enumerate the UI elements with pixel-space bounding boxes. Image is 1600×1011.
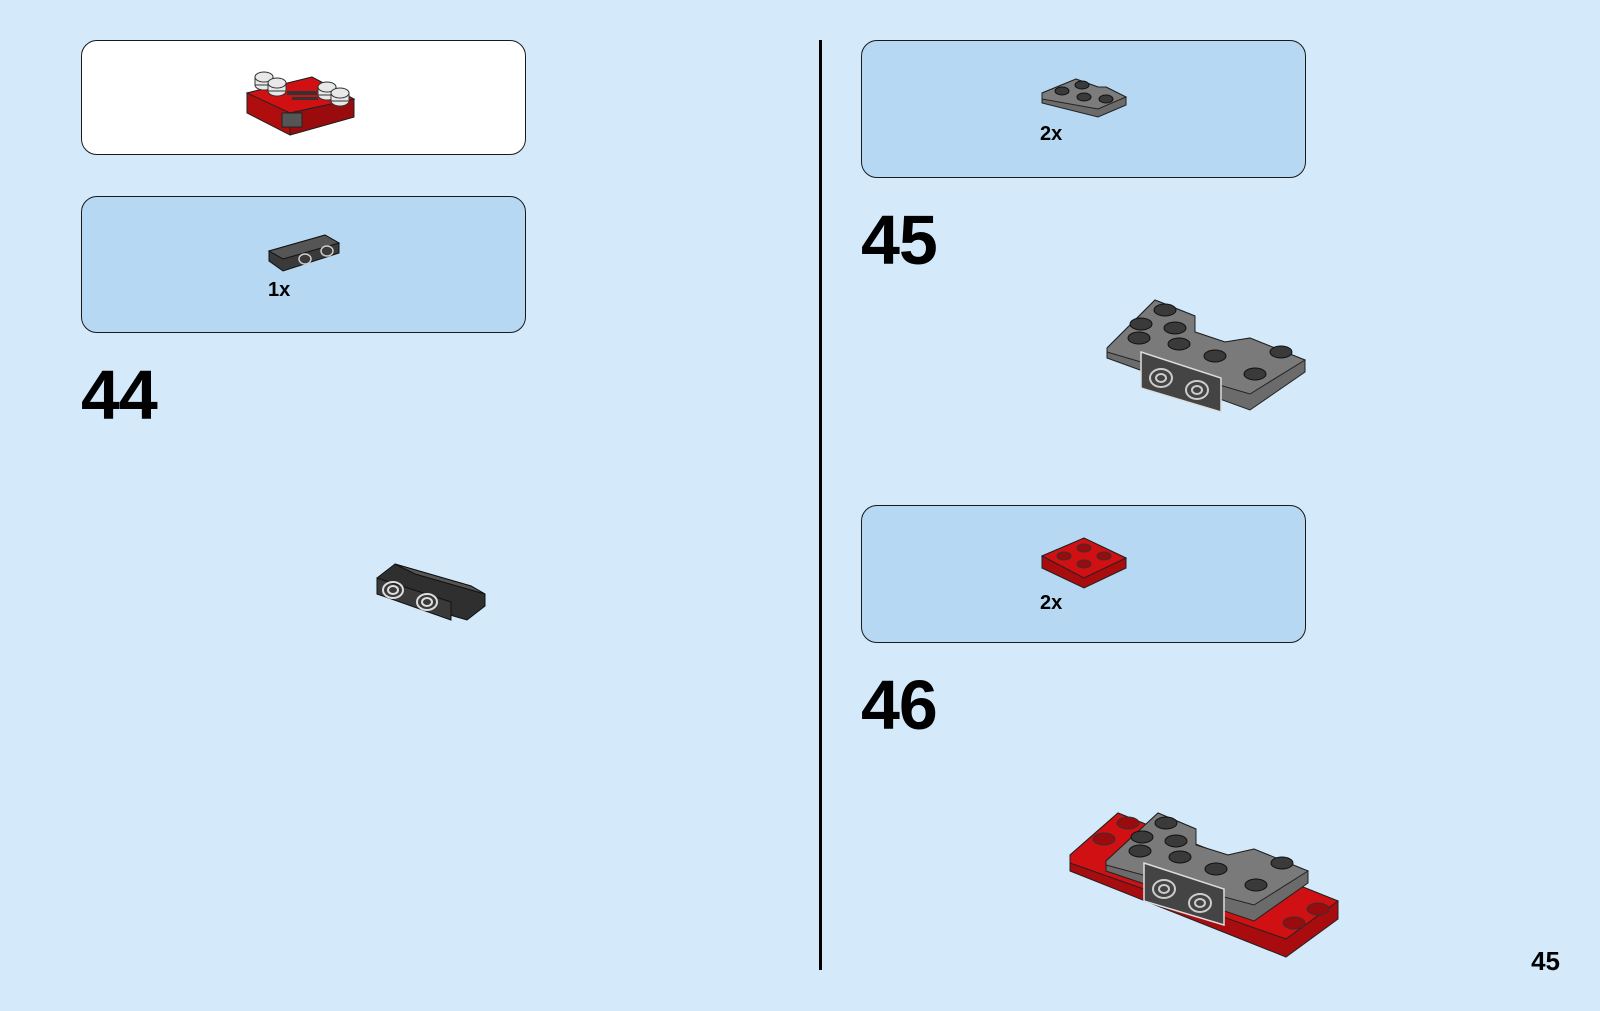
step-number: 45	[861, 205, 937, 275]
step-number: 46	[861, 670, 937, 740]
page-divider	[819, 40, 822, 970]
gray-corner-plate-icon	[1040, 71, 1128, 123]
parts-box-step-45: 2x	[861, 40, 1306, 178]
page-number: 45	[1531, 946, 1560, 977]
step-number: 44	[81, 360, 157, 430]
gray-plates-with-bracket-icon	[1105, 298, 1315, 428]
part-quantity: 1x	[268, 279, 290, 302]
part-quantity: 2x	[1040, 592, 1062, 615]
red-2x2-plate-icon	[1040, 534, 1128, 590]
red-subassembly-icon	[242, 55, 362, 140]
red-and-gray-assembly-icon	[1068, 805, 1353, 965]
parts-box-step-46: 2x	[861, 505, 1306, 643]
parts-box-step-44: 1x	[81, 196, 526, 333]
subassembly-callout	[81, 40, 526, 155]
part-quantity: 2x	[1040, 123, 1062, 146]
bracket-plate-icon	[375, 558, 490, 633]
dark-bracket-plate-icon	[267, 229, 342, 279]
